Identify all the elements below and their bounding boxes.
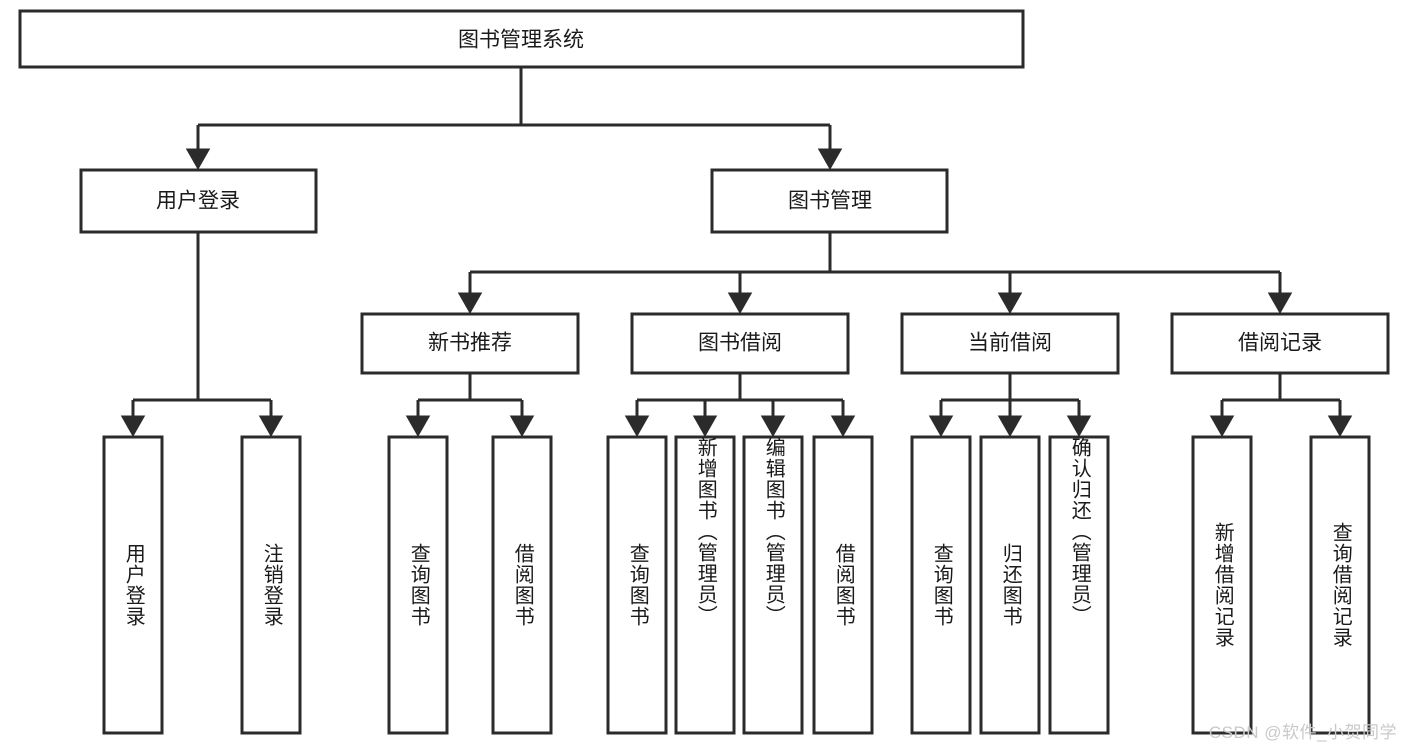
- node-new-book-recommend-label: 新书推荐: [428, 332, 512, 355]
- node-borrow-record[interactable]: 借阅记录: [1170, 312, 1390, 375]
- node-book-management-label: 图书管理: [788, 190, 872, 213]
- leaf-node-current-borrow-3[interactable]: [1048, 435, 1110, 735]
- node-book-management[interactable]: 图书管理: [710, 168, 949, 234]
- connector-currentborrow-to-leaves: [928, 373, 1092, 437]
- node-user-login-label: 用户登录: [156, 190, 240, 213]
- node-book-borrow-label: 图书借阅: [698, 332, 782, 355]
- connector-borrowrecord-to-leaves: [1209, 373, 1353, 437]
- leaf-node-user-login-2[interactable]: [240, 435, 302, 735]
- node-current-borrow[interactable]: 当前借阅: [900, 312, 1120, 375]
- node-user-login[interactable]: 用户登录: [79, 168, 318, 234]
- leaf-node-new-book-1[interactable]: [387, 435, 449, 735]
- leaf-node-book-borrow-2[interactable]: [674, 435, 736, 735]
- node-book-borrow[interactable]: 图书借阅: [630, 312, 850, 375]
- leaf-node-current-borrow-2[interactable]: [979, 435, 1041, 735]
- connector-userlogin-to-leaves: [120, 232, 284, 437]
- node-root-book-management-system[interactable]: 图书管理系统: [18, 9, 1025, 69]
- watermark: CSDN @软件_小贺同学: [1208, 723, 1397, 742]
- node-new-book-recommend[interactable]: 新书推荐: [360, 312, 580, 375]
- leaf-node-borrow-record-2[interactable]: [1309, 435, 1371, 735]
- leaf-node-book-borrow-1[interactable]: [606, 435, 668, 735]
- connector-newbook-to-leaves: [405, 373, 535, 437]
- node-borrow-record-label: 借阅记录: [1238, 332, 1322, 355]
- node-current-borrow-label: 当前借阅: [968, 332, 1052, 355]
- node-root-label: 图书管理系统: [458, 29, 584, 52]
- leaf-node-book-borrow-4[interactable]: [812, 435, 874, 735]
- leaf-node-book-borrow-3[interactable]: [742, 435, 804, 735]
- leaf-node-borrow-record-1[interactable]: [1191, 435, 1253, 735]
- leaf-node-user-login-1[interactable]: [102, 435, 164, 735]
- leaf-node-current-borrow-1[interactable]: [910, 435, 972, 735]
- connector-bookmgmt-to-level3: [457, 232, 1293, 314]
- leaf-node-new-book-2[interactable]: [491, 435, 553, 735]
- connector-bookborrow-to-leaves: [624, 373, 856, 437]
- connector-root-to-level2: [185, 67, 843, 170]
